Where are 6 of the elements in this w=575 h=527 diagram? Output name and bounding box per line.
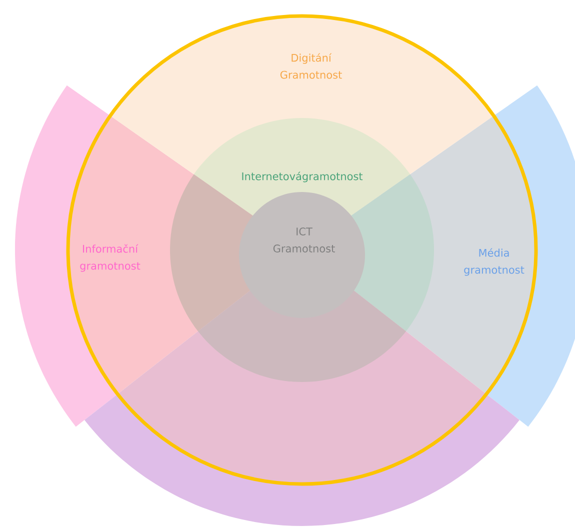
node-label: Digitání Gramotnost (280, 53, 342, 79)
node-label: Média gramotnost (464, 248, 524, 276)
node-label: Internetovágramotnost (242, 172, 363, 182)
sector-region (84, 394, 520, 526)
node-label: Informační gramotnost (80, 244, 140, 272)
node-label: ICT Gramotnost (273, 228, 335, 252)
